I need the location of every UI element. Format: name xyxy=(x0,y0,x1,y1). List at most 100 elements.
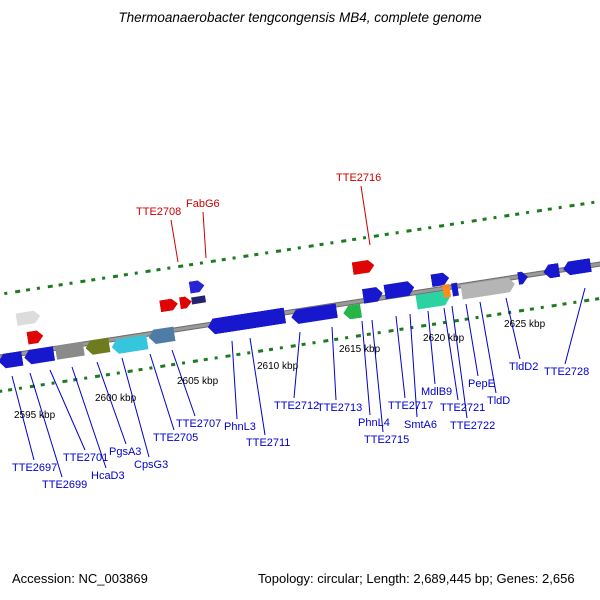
tick-mark xyxy=(355,334,362,338)
tick-mark xyxy=(525,210,530,215)
tick-mark xyxy=(69,281,73,285)
gene-label-reverse[interactable]: TTE2728 xyxy=(544,366,590,378)
tick-mark xyxy=(493,215,497,220)
gene-label-reverse[interactable]: PgsA3 xyxy=(109,446,142,458)
tick-mark xyxy=(170,362,176,367)
gene-label-reverse[interactable]: TldD2 xyxy=(509,361,539,373)
status-accession: Accession: NC_003869 xyxy=(12,571,148,586)
tick-mark xyxy=(442,320,447,325)
tick-mark xyxy=(236,352,241,357)
tick-mark xyxy=(80,279,86,284)
tick-mark xyxy=(225,354,231,358)
status-topology: Topology: circular; Length: 2,689,445 bp… xyxy=(258,571,575,586)
gene-label-reverse[interactable]: TTE2707 xyxy=(176,418,222,430)
tick-mark xyxy=(36,286,41,290)
tick-mark xyxy=(569,203,575,208)
gene-label-reverse[interactable]: TTE2701 xyxy=(63,452,109,464)
tick-mark xyxy=(29,384,36,389)
page-title: Thermoanaerobacter tengcongensis MB4, co… xyxy=(118,10,482,25)
gene-label-reverse[interactable]: TTE2699 xyxy=(42,479,88,491)
gene-label-reverse[interactable]: TTE2721 xyxy=(440,402,486,414)
tick-mark xyxy=(167,266,171,270)
gene-arrow[interactable] xyxy=(15,309,41,326)
tick-mark xyxy=(562,302,567,306)
tick-mark xyxy=(482,217,487,221)
tick-mark xyxy=(210,259,217,264)
gene-label-reverse[interactable]: PhnL3 xyxy=(224,421,256,433)
gene-arrow[interactable] xyxy=(562,258,592,276)
tick-mark xyxy=(7,388,13,392)
gene-arrow[interactable] xyxy=(54,341,85,360)
gene-arrow[interactable] xyxy=(362,286,384,304)
tick-mark xyxy=(145,269,151,274)
gene-arrow[interactable] xyxy=(342,304,362,321)
tick-mark xyxy=(192,359,199,363)
gene-arrow[interactable] xyxy=(542,263,560,279)
gene-label-reverse[interactable]: TTE2711 xyxy=(246,437,291,449)
tick-mark xyxy=(149,366,153,370)
gene-arrow[interactable] xyxy=(0,351,24,369)
tick-mark xyxy=(221,257,226,262)
gene-arrow[interactable] xyxy=(352,259,376,275)
gene-label-reverse[interactable]: MdlB9 xyxy=(421,386,453,398)
gene-arrow[interactable] xyxy=(191,294,206,304)
tick-mark xyxy=(232,256,236,260)
scale-label: 2615 kbp xyxy=(339,344,381,355)
tick-mark xyxy=(406,229,412,233)
tick-mark xyxy=(254,252,259,257)
gene-label-reverse[interactable]: TTE2705 xyxy=(153,432,199,444)
tick-mark xyxy=(362,236,367,240)
tick-mark xyxy=(388,328,394,333)
tick-mark xyxy=(112,274,119,279)
gene-arrow[interactable] xyxy=(159,298,179,313)
gene-label-reverse[interactable]: TTE2717 xyxy=(388,400,434,412)
tick-mark xyxy=(83,376,88,380)
tick-mark xyxy=(134,271,138,275)
tick-mark xyxy=(410,325,414,330)
tick-mark xyxy=(40,382,45,387)
gene-arrow[interactable] xyxy=(23,346,55,365)
tick-mark xyxy=(25,288,31,292)
gene-label-forward[interactable]: TTE2716 xyxy=(336,172,382,184)
gene-label-reverse[interactable]: TTE2713 xyxy=(317,402,363,414)
tick-mark xyxy=(449,222,455,227)
scale-label: 2595 kbp xyxy=(14,410,56,421)
tick-mark xyxy=(460,220,465,225)
leader-line xyxy=(202,211,207,259)
tick-mark xyxy=(116,371,121,375)
gene-label-reverse[interactable]: SmtA6 xyxy=(404,419,438,431)
gene-label-reverse[interactable]: TTE2712 xyxy=(274,400,320,412)
tick-mark xyxy=(127,369,133,374)
gene-label-reverse[interactable]: TTE2715 xyxy=(364,434,410,446)
tick-mark xyxy=(514,212,520,216)
tick-mark xyxy=(18,386,23,390)
tick-mark xyxy=(123,272,129,277)
gene-label-reverse[interactable]: CpsG3 xyxy=(134,459,169,471)
gene-arrow[interactable] xyxy=(207,307,287,335)
tick-mark xyxy=(286,247,292,252)
tick-mark xyxy=(138,367,143,372)
tick-mark xyxy=(178,264,184,269)
tick-mark xyxy=(420,323,427,328)
tick-mark xyxy=(312,341,316,345)
gene-label-reverse[interactable]: TTE2697 xyxy=(12,462,58,474)
genome-track xyxy=(0,200,600,394)
tick-mark xyxy=(199,261,204,265)
gene-label-reverse[interactable]: TldD xyxy=(487,395,511,407)
gene-label-reverse[interactable]: HcaD3 xyxy=(91,470,125,482)
gene-arrow[interactable] xyxy=(383,280,415,299)
gene-arrow[interactable] xyxy=(26,329,44,344)
tick-mark xyxy=(399,327,404,332)
tick-mark xyxy=(275,249,282,253)
tick-mark xyxy=(573,300,577,305)
gene-label-forward[interactable]: FabG6 xyxy=(186,198,220,210)
tick-mark xyxy=(471,218,477,223)
gene-label-reverse[interactable]: PhnL4 xyxy=(358,417,390,429)
gene-label-reverse[interactable]: TTE2722 xyxy=(450,420,496,432)
gene-arrow[interactable] xyxy=(189,279,206,293)
gene-label-reverse[interactable]: PepE xyxy=(468,378,495,390)
gene-arrow[interactable] xyxy=(148,326,176,345)
gene-label-forward[interactable]: TTE2708 xyxy=(136,206,182,218)
tick-mark xyxy=(203,357,208,362)
